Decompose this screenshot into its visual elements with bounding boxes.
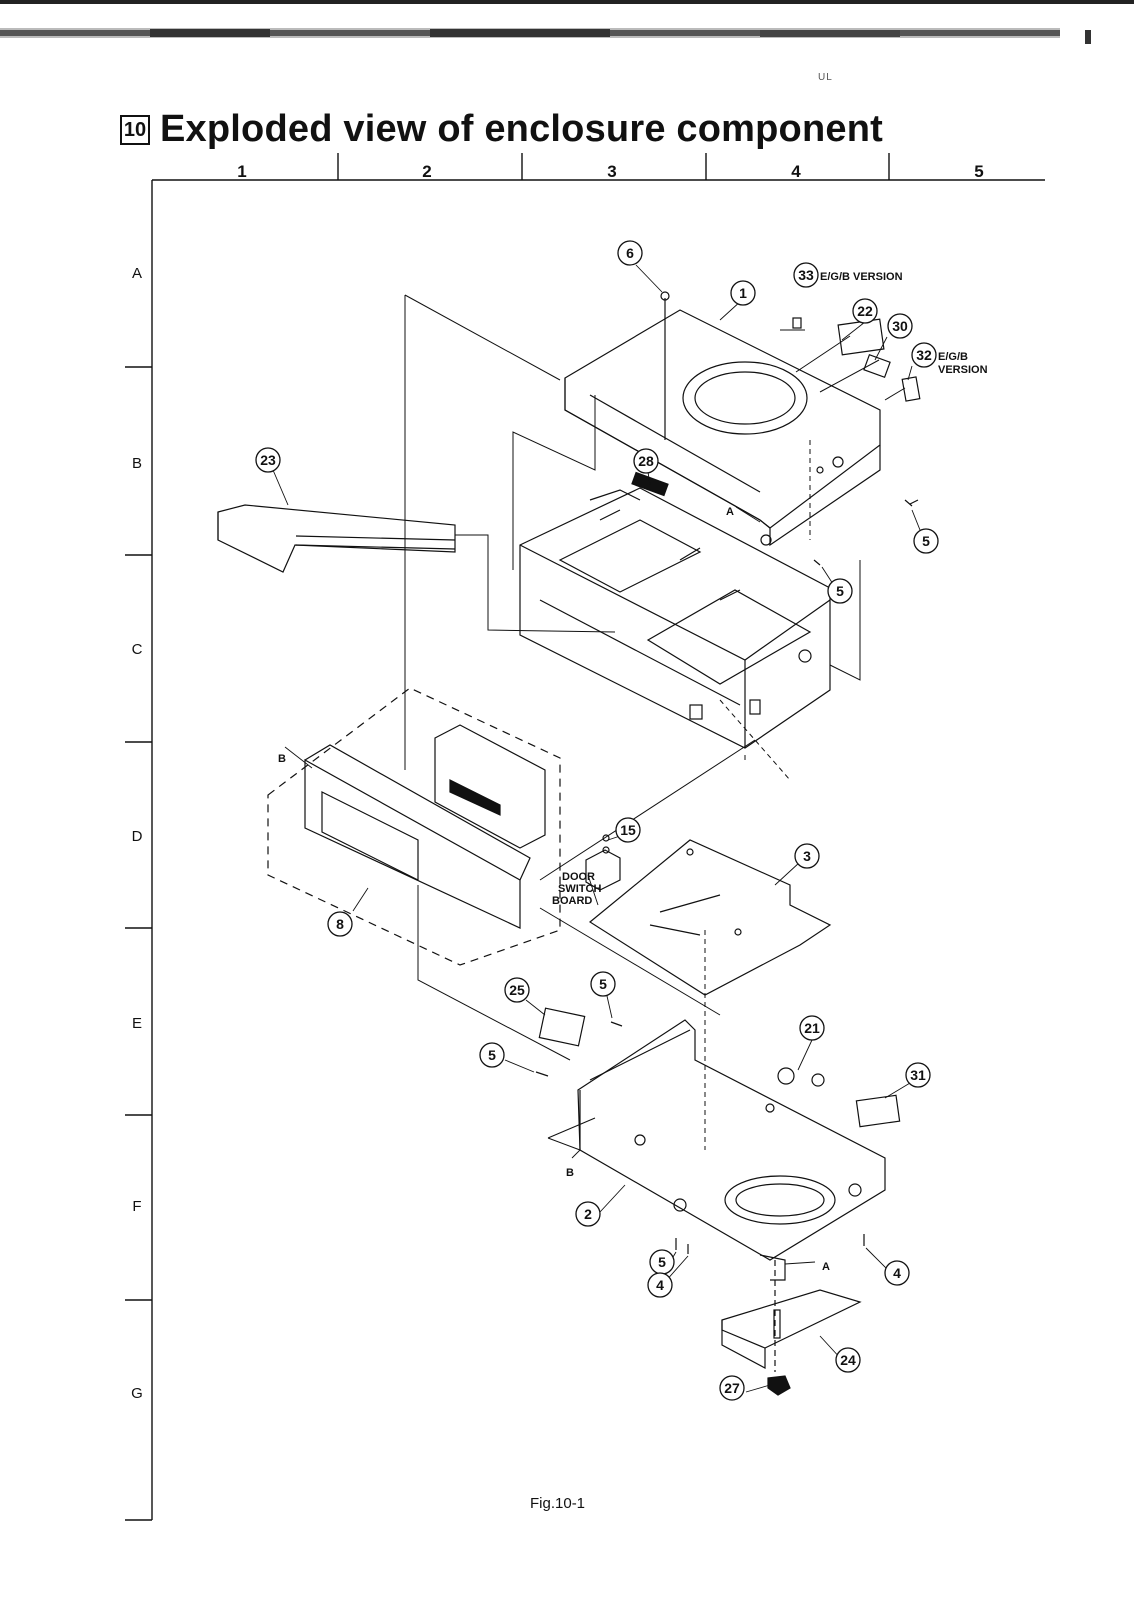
column-label-2: 2 — [422, 162, 432, 181]
callout-25: 25 — [509, 982, 525, 998]
callout-15: 15 — [620, 822, 636, 838]
callout-3: 3 — [803, 848, 811, 864]
mechanism-chassis-part — [519, 471, 831, 749]
callout-21: 21 — [804, 1020, 820, 1036]
figure-caption: Fig.10-1 — [530, 1495, 586, 1512]
door-switch-label-line2: SWITCH — [558, 883, 601, 895]
callout-6: 6 — [626, 245, 634, 261]
front-panel-part — [217, 504, 456, 573]
callout-5: 5 — [599, 976, 607, 992]
column-label-3: 3 — [607, 162, 617, 181]
row-label-E: E — [131, 1015, 142, 1032]
version-note-32-line1: E/G/B — [938, 351, 968, 363]
version-note-32-line2: VERSION — [938, 364, 988, 376]
bottom-chassis-part — [577, 1019, 886, 1281]
ref-label-A-bottom: A — [822, 1261, 830, 1273]
shield-plate-part — [588, 839, 832, 996]
scan-noise-bar — [0, 0, 1134, 44]
callout-22: 22 — [857, 303, 873, 319]
callout-28: 28 — [638, 453, 654, 469]
callout-8: 8 — [336, 916, 344, 932]
leader-lines — [272, 264, 921, 1393]
callout-24: 24 — [840, 1352, 856, 1368]
callout-33: 33 — [798, 267, 814, 283]
callout-numbers: 6 1 33 22 30 32 23 28 5 5 15 3 8 25 5 5 … — [260, 245, 932, 1396]
column-label-5: 5 — [974, 162, 984, 181]
assembly-guide-lines — [404, 294, 906, 1151]
callout-32: 32 — [916, 347, 932, 363]
front-bezel-part — [267, 687, 561, 966]
screw-parts — [535, 499, 919, 1254]
diagram-notes: E/G/B VERSION E/G/B VERSION DOOR SWITCH … — [278, 271, 988, 1273]
door-switch-label-line1: DOOR — [562, 871, 595, 883]
row-label-A: A — [131, 265, 142, 282]
door-switch-board-part — [585, 846, 621, 891]
title-block: 10 Exploded view of enclosure component — [120, 108, 883, 151]
callout-5: 5 — [922, 533, 930, 549]
column-label-1: 1 — [237, 162, 247, 181]
bottom-plate-part — [721, 1260, 862, 1396]
callout-5: 5 — [488, 1047, 496, 1063]
row-label-D: D — [131, 828, 143, 845]
section-number: 10 — [120, 114, 150, 145]
door-switch-label-line3: BOARD — [552, 895, 592, 907]
ref-label-B-bottom: B — [566, 1167, 574, 1179]
row-label-F: F — [132, 1198, 142, 1215]
version-note-33: E/G/B VERSION — [820, 271, 903, 283]
row-label-C: C — [131, 641, 143, 658]
grid-frame — [125, 153, 1045, 1521]
callout-circles — [255, 240, 939, 1401]
ref-label-A-top: A — [726, 506, 734, 518]
ref-label-B-top: B — [278, 753, 286, 765]
callout-4: 4 — [893, 1265, 901, 1281]
row-label-B: B — [131, 455, 142, 472]
page-title: Exploded view of enclosure component — [160, 108, 883, 150]
callout-27: 27 — [724, 1380, 740, 1396]
callout-31: 31 — [910, 1067, 926, 1083]
callout-5: 5 — [658, 1254, 666, 1270]
callout-30: 30 — [892, 318, 908, 334]
row-label-G: G — [131, 1385, 143, 1402]
callout-5: 5 — [836, 583, 844, 599]
top-cover-part — [564, 291, 881, 547]
column-label-4: 4 — [791, 162, 801, 181]
callout-23: 23 — [260, 452, 276, 468]
corner-text: UL — [818, 72, 833, 83]
sticker-parts — [538, 317, 921, 1128]
callout-4: 4 — [656, 1277, 664, 1293]
callout-2: 2 — [584, 1206, 592, 1222]
callout-1: 1 — [739, 285, 747, 301]
